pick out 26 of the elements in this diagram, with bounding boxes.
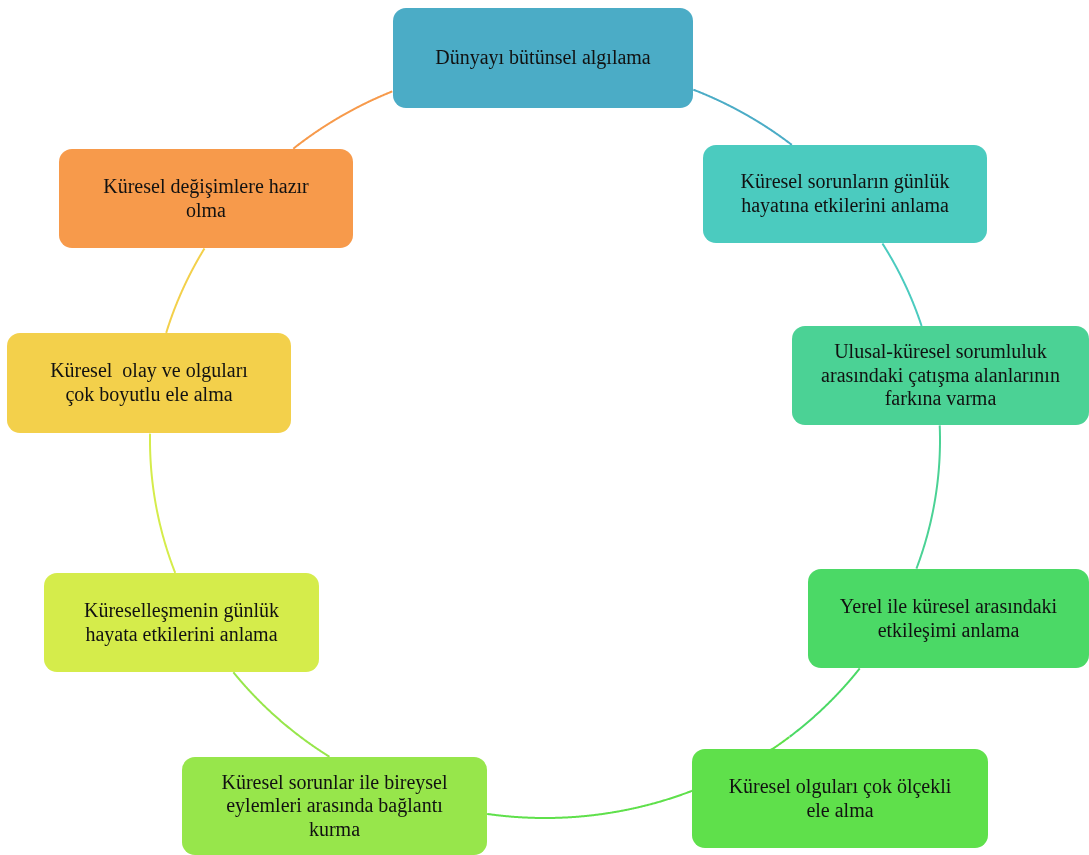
box-label: Ulusal-küresel sorumluluk arasındaki çatışma alanlarının farkına varma xyxy=(820,340,1061,411)
box-label: Küresel olguları çok ölçekli ele alma xyxy=(727,774,953,823)
process-box xyxy=(703,145,987,243)
box-label: Küreselleşmenin günlük hayata etkilerini anlama xyxy=(83,598,280,647)
connector-arc xyxy=(915,424,941,570)
connector-arc xyxy=(232,671,331,758)
process-box xyxy=(7,333,291,433)
process-box xyxy=(692,749,988,848)
connector-arc xyxy=(692,88,793,146)
process-box xyxy=(44,573,319,672)
connector-arc xyxy=(881,242,923,327)
box-label: Küresel olay ve olguları çok boyutlu ele alma xyxy=(49,359,249,407)
connector-arc xyxy=(165,247,206,334)
process-box xyxy=(393,8,693,108)
process-box xyxy=(808,569,1089,668)
connector-arc xyxy=(788,667,861,738)
box-label: Küresel değişimlere hazır olma xyxy=(102,174,310,223)
connector-arc xyxy=(149,432,177,574)
process-box xyxy=(792,326,1089,425)
box-label: Dünyayı bütünsel algılama xyxy=(435,46,651,70)
process-box xyxy=(59,149,353,248)
connector-arc xyxy=(292,90,394,150)
process-box xyxy=(182,757,487,855)
box-label: Yerel ile küresel arasındaki etkileşimi anlama xyxy=(838,594,1059,643)
box-label: Küresel sorunlar ile bireysel eylemleri arasında bağlantı kurma xyxy=(220,770,449,842)
box-label: Küresel sorunların günlük hayatına etkilerini anlama xyxy=(739,170,951,218)
